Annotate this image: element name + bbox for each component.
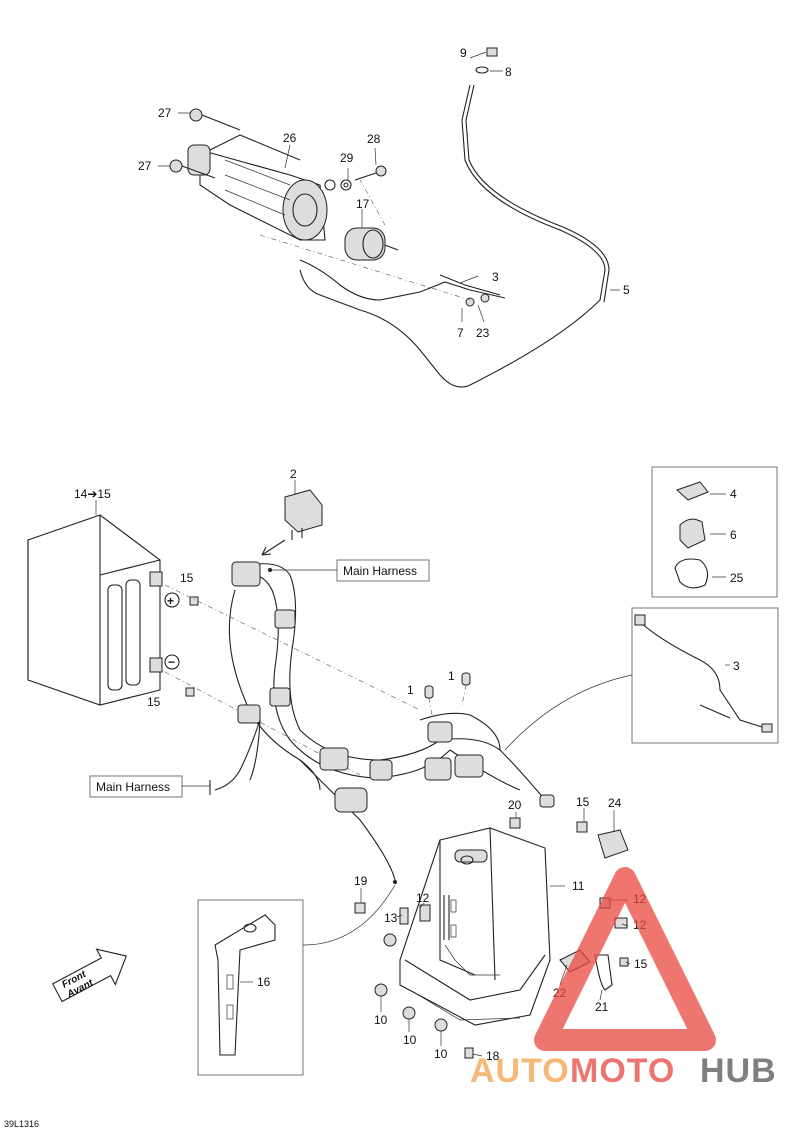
- label-part-9: 9: [460, 46, 467, 60]
- diagram-id: 39L1316: [4, 1119, 39, 1129]
- label-part-15: 15: [634, 957, 648, 971]
- main-harness-callout-text: Main Harness: [343, 564, 417, 578]
- inset-bracket-16: [197, 899, 304, 1076]
- label-part-27: 27: [138, 159, 152, 173]
- relay-2: [284, 489, 323, 540]
- label-part-13: 13: [384, 911, 398, 925]
- label-part-5: 5: [623, 283, 630, 297]
- label-part-27: 27: [158, 106, 172, 120]
- label-part-21: 21: [595, 1000, 609, 1014]
- label-part-1: 1: [407, 683, 414, 697]
- label-part-10: 10: [403, 1033, 417, 1047]
- label-part-15: 15: [576, 795, 590, 809]
- starter-motor: [187, 134, 336, 241]
- label-part-15: 15: [180, 571, 194, 585]
- fuse-4: [676, 481, 709, 501]
- label-part-10: 10: [434, 1047, 448, 1061]
- label-part-18: 18: [486, 1049, 500, 1063]
- minus-terminal-symbol: [164, 654, 180, 670]
- label-part-19: 19: [354, 874, 368, 888]
- main-harness-callout-upper: [336, 559, 430, 582]
- bolt-27-upper: [189, 108, 241, 131]
- svg-text:AUTO: AUTO: [470, 1052, 570, 1090]
- front-direction-arrow: Front Avant: [51, 948, 127, 1003]
- clip-25: [674, 558, 709, 589]
- main-harness-callout-lower: [89, 775, 183, 798]
- label-part-17: 17: [356, 197, 370, 211]
- label-part-11: 11: [572, 879, 585, 893]
- label-part-3: 3: [733, 659, 740, 673]
- label-part-25: 25: [730, 571, 744, 585]
- plus-terminal-symbol: [164, 592, 180, 608]
- label-part-26: 26: [283, 131, 297, 145]
- battery: [27, 514, 163, 706]
- cable-5: [299, 84, 606, 388]
- washer-8: [475, 66, 489, 74]
- label-part-3: 3: [492, 270, 499, 284]
- battery-tray-11: [399, 827, 551, 1026]
- label-part-16: 16: [257, 975, 271, 989]
- bolt-28: [354, 165, 387, 181]
- inset-fuse-parts: [651, 466, 778, 598]
- solenoid-17: [344, 227, 399, 261]
- battery-part-label: 14➔15: [74, 487, 111, 501]
- label-part-15: 15: [147, 695, 161, 709]
- svg-text:−: −: [168, 655, 175, 669]
- main-harness-callout-text: Main Harness: [96, 780, 170, 794]
- bolt-9: [486, 47, 498, 57]
- automotohub-watermark: AUTO MOTO HUB: [470, 867, 777, 1090]
- label-part-23: 23: [476, 326, 490, 340]
- cable-3-top: [299, 259, 506, 301]
- label-part-2: 2: [290, 467, 297, 481]
- label-part-7: 7: [457, 326, 464, 340]
- svg-text:MOTO: MOTO: [570, 1052, 675, 1090]
- bracket-16: [214, 914, 276, 1056]
- svg-text:HUB: HUB: [700, 1052, 777, 1090]
- label-part-8: 8: [505, 65, 512, 79]
- label-part-29: 29: [340, 151, 354, 165]
- label-part-28: 28: [367, 132, 381, 146]
- label-part-20: 20: [508, 798, 522, 812]
- fuse-cap-6: [679, 518, 706, 549]
- inset-cable-3: [631, 607, 779, 744]
- label-part-6: 6: [730, 528, 737, 542]
- svg-text:+: +: [167, 594, 174, 608]
- label-part-10: 10: [374, 1013, 388, 1027]
- label-part-4: 4: [730, 487, 737, 501]
- label-part-12: 12: [416, 891, 430, 905]
- label-part-1: 1: [448, 669, 455, 683]
- label-part-24: 24: [608, 796, 622, 810]
- washer-29: [340, 179, 352, 191]
- main-harness: [214, 561, 555, 881]
